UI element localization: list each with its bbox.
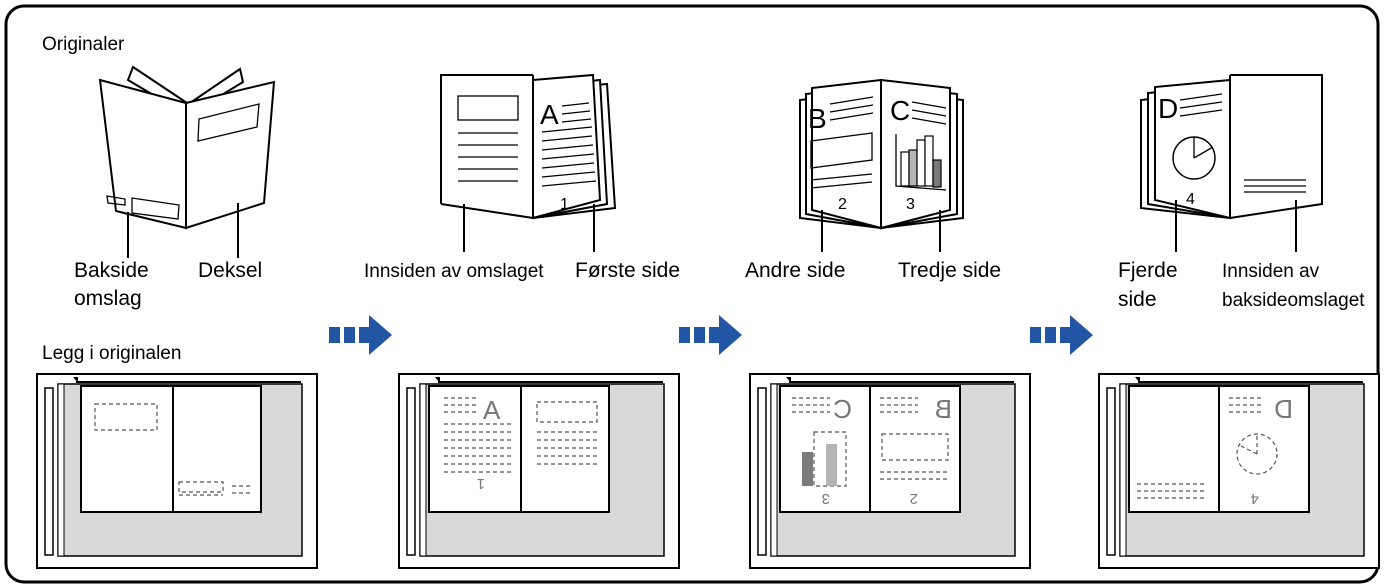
label-inside-cover: Innsiden av omslaget (364, 261, 544, 282)
label-first-page: Første side (575, 259, 680, 282)
label-back-cover-2: omslag (74, 287, 142, 310)
mirrored-number-3: 3 (822, 490, 830, 507)
booklet-original-illustration (98, 65, 276, 258)
label-third-page: Tredje side (898, 259, 1001, 282)
scanner-glass-3: C B 3 2 (749, 373, 1031, 569)
page-mark-c: C (890, 95, 910, 126)
mirrored-mark-a: A (483, 395, 501, 425)
label-inside-back-cover: Innsiden av (1222, 261, 1320, 282)
originals-title: Originaler (42, 34, 125, 55)
mirrored-mark-b: B (935, 394, 952, 424)
mirrored-mark-d: D (1274, 394, 1293, 424)
booklet-spread-cover-page1: A 1 (440, 73, 617, 252)
page-number-3: 3 (906, 196, 915, 213)
scanner-glass-4: D 4 (1098, 373, 1380, 569)
place-original-title: Legg i originalen (42, 343, 181, 364)
outer-frame (4, 4, 1380, 584)
booklet-spread-page2-page3: B 2 C 3 (799, 78, 964, 252)
mirrored-mark-c: C (833, 394, 852, 424)
mirrored-number-4: 4 (1251, 490, 1259, 507)
label-cover: Deksel (198, 259, 262, 282)
page-number-2: 2 (838, 196, 847, 213)
scanner-glass-2: A 1 (398, 373, 680, 569)
mirrored-number-2: 2 (910, 490, 918, 507)
scanner-glass-1 (36, 373, 318, 569)
page-mark-a: A (540, 99, 559, 130)
label-fourth-page: Fjerde (1118, 259, 1178, 282)
label-second-page: Andre side (745, 259, 845, 282)
label-back-cover: Bakside (74, 259, 149, 282)
page-mark-d: D (1158, 93, 1178, 124)
page-mark-b: B (808, 103, 827, 134)
mirrored-number-1: 1 (477, 475, 485, 492)
booklet-spread-page4-back: D 4 (1140, 74, 1323, 252)
page-number-4: 4 (1186, 191, 1195, 208)
label-fourth-page-2: side (1118, 288, 1157, 311)
label-inside-back-cover-2: baksideomslaget (1222, 290, 1365, 311)
page-number-1: 1 (560, 196, 569, 213)
